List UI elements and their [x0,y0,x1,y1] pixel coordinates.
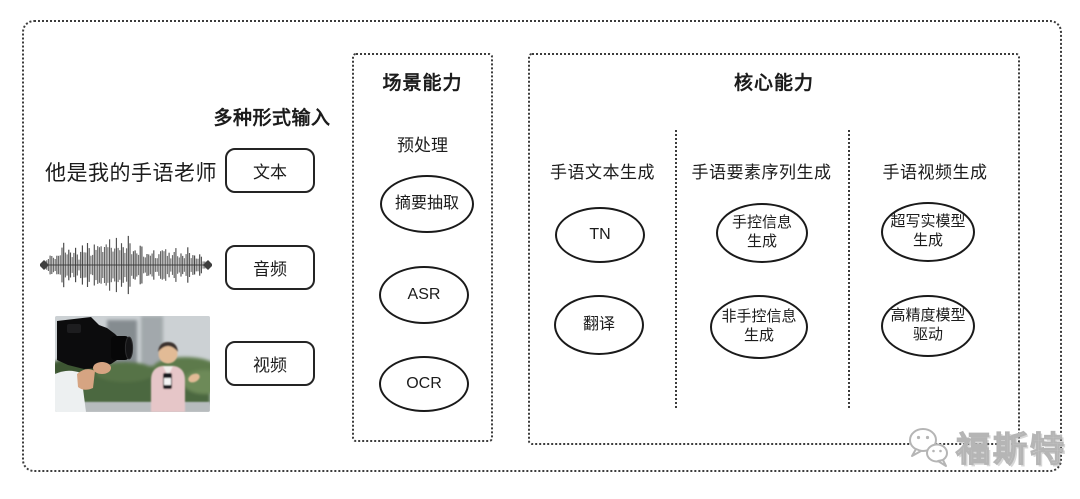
watermark-text: 福斯特 [955,430,1067,469]
video-thumbnail [55,316,210,412]
reporter-figure [151,342,200,412]
column-divider [675,130,677,408]
chat-bubbles-logo-icon [909,427,948,467]
preprocess-label: 预处理 [397,136,448,155]
node-label: ASR [407,286,441,303]
scene-capability-title: 场景能力 [382,73,463,94]
input-type-text-box: 文本 [225,148,315,193]
node-translation: 翻译 [554,295,644,355]
input-type-video-box: 视频 [225,341,315,386]
cameraman-figure [55,317,134,412]
node-high-precision-model-driving: 高精度模型 驱动 [881,295,975,357]
node-hyperrealistic-model-generation: 超写实模型 生成 [881,202,975,262]
core-capability-box: 核心能力 手语文本生成 手语要素序列生成 手语视频生成 TN 翻译 手控信息 生… [528,53,1020,445]
scene-capability-box: 场景能力 预处理 摘要抽取 ASR OCR [352,53,493,442]
column-label-sign-element-sequence-generation: 手语要素序列生成 [691,163,832,182]
watermark: 福斯特 [906,422,1067,471]
node-manual-info-generation: 手控信息 生成 [716,203,808,263]
input-type-text-label: 文本 [253,163,287,182]
column-label-sign-video-generation: 手语视频生成 [882,163,988,182]
node-label: 超写实模型 生成 [890,213,966,249]
node-label: 非手控信息 生成 [721,308,797,344]
node-label: TN [589,226,611,243]
node-summary-extraction: 摘要抽取 [380,175,474,233]
node-ocr: OCR [379,356,469,412]
node-tn: TN [555,207,645,263]
input-sample-text: 他是我的手语老师 [45,162,217,185]
audio-waveform-icon [40,235,212,295]
input-type-video-label: 视频 [253,356,287,375]
outer-dotted-frame [22,20,1062,472]
node-label: 高精度模型 驱动 [890,307,966,343]
node-label: 摘要抽取 [394,195,459,212]
node-label: OCR [406,375,442,392]
column-label-sign-text-generation: 手语文本生成 [550,163,655,182]
input-section-heading: 多种形式输入 [213,108,331,129]
node-label: 手控信息 生成 [731,214,792,250]
core-capability-title: 核心能力 [733,73,814,94]
node-asr: ASR [379,266,469,324]
node-label: 翻译 [582,316,615,333]
node-non-manual-info-generation: 非手控信息 生成 [710,295,808,359]
input-type-audio-label: 音频 [253,260,287,279]
input-type-audio-box: 音频 [225,245,315,290]
column-divider [848,130,850,408]
